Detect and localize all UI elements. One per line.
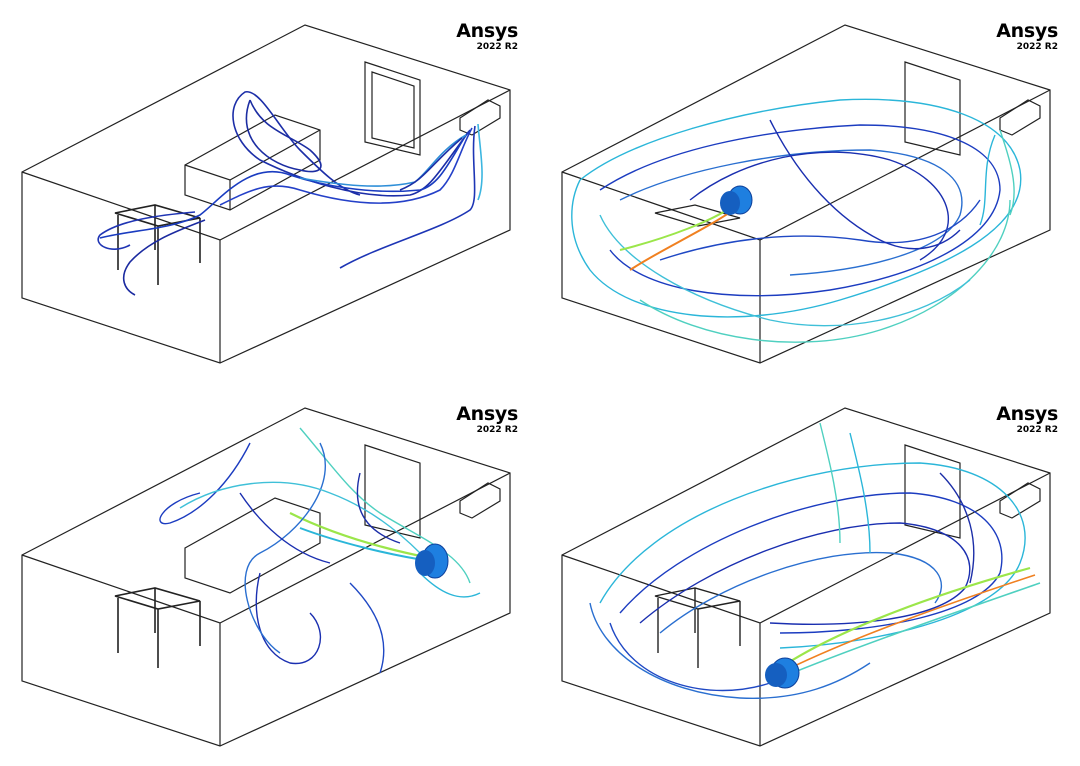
cfd-streamline-view-1	[21, 24, 511, 364]
fan-unit	[720, 185, 753, 215]
room-box	[21, 407, 511, 747]
room-box	[21, 24, 511, 364]
streamlines	[159, 427, 481, 674]
version-label: 2022 R2	[1016, 42, 1058, 52]
version-label: 2022 R2	[476, 42, 518, 52]
brand-name: Ansys	[456, 403, 518, 425]
version-label: 2022 R2	[476, 425, 518, 435]
ansys-logo: Ansys 2022 R2	[456, 405, 518, 435]
panel-2: Ansys 2022 R2	[540, 0, 1080, 383]
room-box	[561, 407, 1051, 747]
brand-name: Ansys	[996, 403, 1058, 425]
fan-unit	[415, 543, 449, 579]
cfd-streamline-view-3	[21, 407, 511, 747]
cfd-streamline-view-4	[561, 407, 1051, 747]
panel-1: Ansys 2022 R2	[0, 0, 540, 383]
streamlines	[97, 91, 483, 296]
panel-3: Ansys 2022 R2	[0, 383, 540, 766]
fan-unit	[765, 657, 800, 689]
streamlines	[589, 422, 1041, 700]
panel-4: Ansys 2022 R2	[540, 383, 1080, 766]
ansys-logo: Ansys 2022 R2	[456, 22, 518, 52]
ansys-logo: Ansys 2022 R2	[996, 22, 1058, 52]
ansys-logo: Ansys 2022 R2	[996, 405, 1058, 435]
room-box	[561, 24, 1051, 364]
brand-name: Ansys	[456, 20, 518, 42]
brand-name: Ansys	[996, 20, 1058, 42]
cfd-streamline-view-2	[561, 24, 1051, 364]
version-label: 2022 R2	[1016, 425, 1058, 435]
